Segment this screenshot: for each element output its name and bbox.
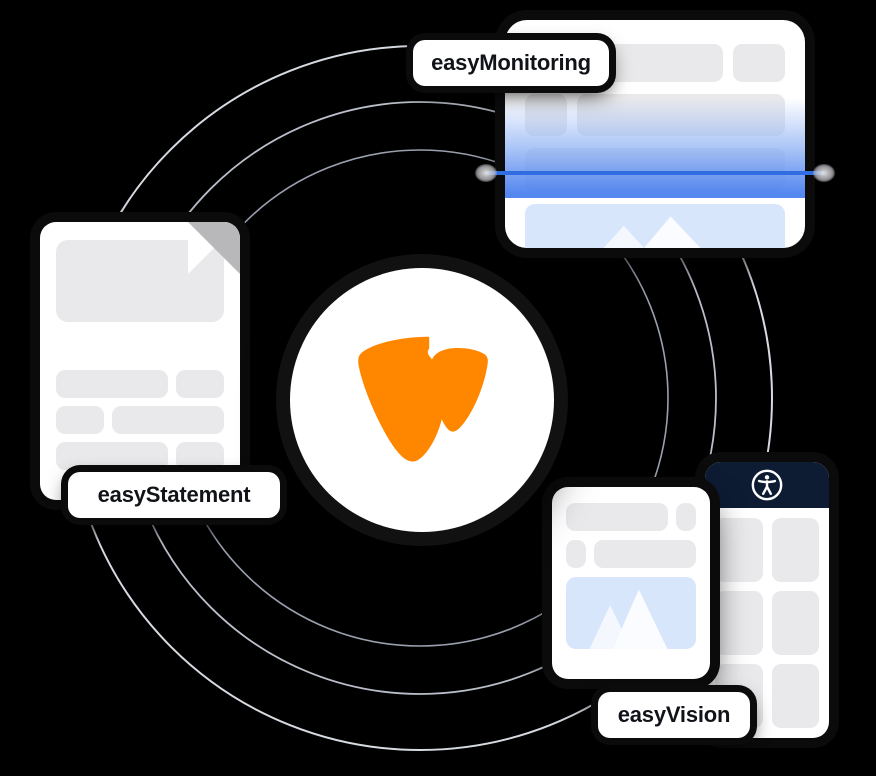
vision-row <box>566 540 696 568</box>
accessibility-tile[interactable] <box>771 591 819 655</box>
label-text: easyStatement <box>97 482 251 507</box>
accessibility-header <box>705 462 829 508</box>
scan-line-handle-right[interactable] <box>813 164 835 182</box>
placeholder-block <box>577 94 785 136</box>
placeholder-block <box>56 442 168 470</box>
document-row <box>56 370 224 398</box>
scan-line-handle-left[interactable] <box>475 164 497 182</box>
typo3-logo <box>358 336 488 462</box>
scan-line[interactable] <box>475 164 835 182</box>
placeholder-block <box>566 540 586 568</box>
accessibility-panel-card[interactable] <box>705 462 829 738</box>
document-fold-corner-icon <box>188 222 240 274</box>
placeholder-block <box>566 503 668 531</box>
label-easyvision[interactable]: easyVision <box>598 692 750 738</box>
placeholder-block <box>525 148 785 192</box>
document-row-group <box>56 370 224 470</box>
vision-card-content <box>552 487 710 679</box>
placeholder-block <box>56 370 168 398</box>
monitoring-row <box>525 94 785 136</box>
placeholder-block <box>176 370 224 398</box>
mountain-image-icon <box>603 216 701 248</box>
placeholder-block <box>676 503 696 531</box>
mountain-image-icon <box>589 589 668 649</box>
typo3-logo-badge <box>290 268 554 532</box>
label-easystatement[interactable]: easyStatement <box>68 472 280 518</box>
vision-row <box>566 503 696 531</box>
placeholder-block <box>594 540 696 568</box>
monitoring-row <box>525 148 785 192</box>
accessibility-tile[interactable] <box>771 664 819 728</box>
label-text: easyVision <box>617 702 731 727</box>
accessibility-tile[interactable] <box>715 591 763 655</box>
placeholder-block <box>176 442 224 470</box>
document-row <box>56 442 224 470</box>
monitoring-browser-card[interactable] <box>505 20 805 248</box>
placeholder-block <box>525 94 567 136</box>
vision-page-card[interactable] <box>552 487 710 679</box>
accessibility-tile[interactable] <box>771 518 819 582</box>
placeholder-block <box>56 406 104 434</box>
accessibility-tile[interactable] <box>715 518 763 582</box>
label-easymonitoring[interactable]: easyMonitoring <box>413 40 609 86</box>
vision-image-placeholder <box>566 577 696 649</box>
monitoring-image-placeholder <box>525 204 785 248</box>
statement-document-content <box>40 222 240 500</box>
statement-document-card[interactable] <box>40 222 240 500</box>
document-row <box>56 406 224 434</box>
universal-access-icon <box>751 469 783 501</box>
label-text: easyMonitoring <box>431 50 591 75</box>
accessibility-tile-grid <box>705 508 829 738</box>
placeholder-block <box>733 44 785 82</box>
placeholder-block <box>112 406 224 434</box>
